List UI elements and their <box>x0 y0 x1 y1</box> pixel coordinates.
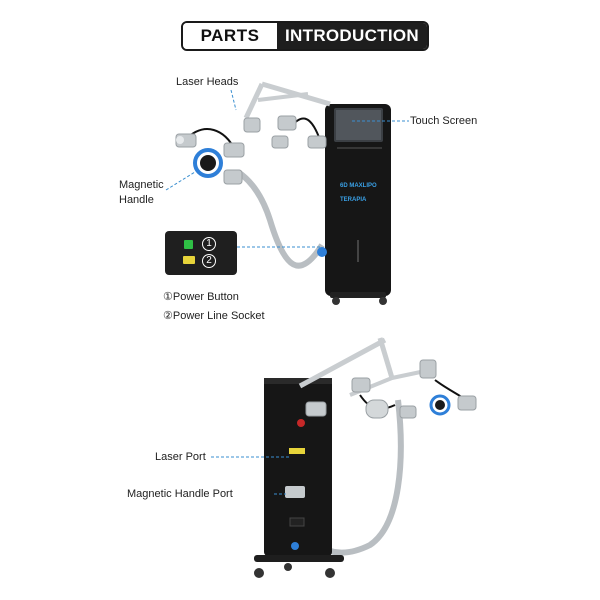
bottom-laser-head-5 <box>419 359 437 379</box>
label-magnetic-handle: Magnetic Handle <box>119 178 164 208</box>
bottom-laser-head-4 <box>399 405 417 419</box>
top-machine-body <box>325 104 391 296</box>
laser-head-4 <box>277 115 297 131</box>
magnetic-ring <box>193 148 223 178</box>
bottom-laser-head-3 <box>365 399 389 419</box>
label-magnetic-handle-port: Magnetic Handle Port <box>127 488 233 500</box>
bottom-wheel-left <box>254 568 264 578</box>
bottom-wheel-right <box>325 568 335 578</box>
power-button-swatch <box>184 240 193 249</box>
brand-line-1: 6D MAXLIPO <box>340 183 377 189</box>
laser-head-2 <box>223 142 245 158</box>
top-wheel-left <box>332 297 340 305</box>
magnetic-handle-cable <box>236 169 325 269</box>
magnetic-handle-port <box>285 486 305 498</box>
laser-head-1 <box>175 133 197 148</box>
bottom-machine-body <box>264 378 332 556</box>
laser-head-3 <box>243 117 261 133</box>
bottom-magnetic-ring <box>429 394 451 416</box>
header-parts: PARTS <box>183 23 277 49</box>
header-introduction: INTRODUCTION <box>277 23 427 49</box>
label-magnetic-handle-line2: Handle <box>119 194 154 206</box>
label-magnetic-handle-line1: Magnetic <box>119 179 164 191</box>
inset-number-1: 1 <box>202 237 216 251</box>
label-laser-heads: Laser Heads <box>176 76 239 88</box>
label-laser-port: Laser Port <box>155 451 206 463</box>
label-touch-screen: Touch Screen <box>410 115 478 127</box>
legend-power-button: ①Power Button <box>163 291 239 303</box>
brand-line-2: TERAPIA <box>340 197 367 203</box>
bottom-laser-head-2 <box>351 377 371 393</box>
laser-head-6 <box>271 135 289 149</box>
inset-number-2: 2 <box>202 254 216 268</box>
laser-head-5 <box>307 135 327 149</box>
parts-introduction-header: PARTS INTRODUCTION <box>181 21 429 51</box>
top-wheel-right <box>379 297 387 305</box>
bottom-laser-head-1 <box>305 401 327 417</box>
power-panel-inset: 1 2 <box>165 231 237 275</box>
bottom-laser-head-6 <box>457 395 477 411</box>
legend-power-line-socket: ②Power Line Socket <box>163 310 265 322</box>
power-socket-swatch <box>183 256 195 264</box>
